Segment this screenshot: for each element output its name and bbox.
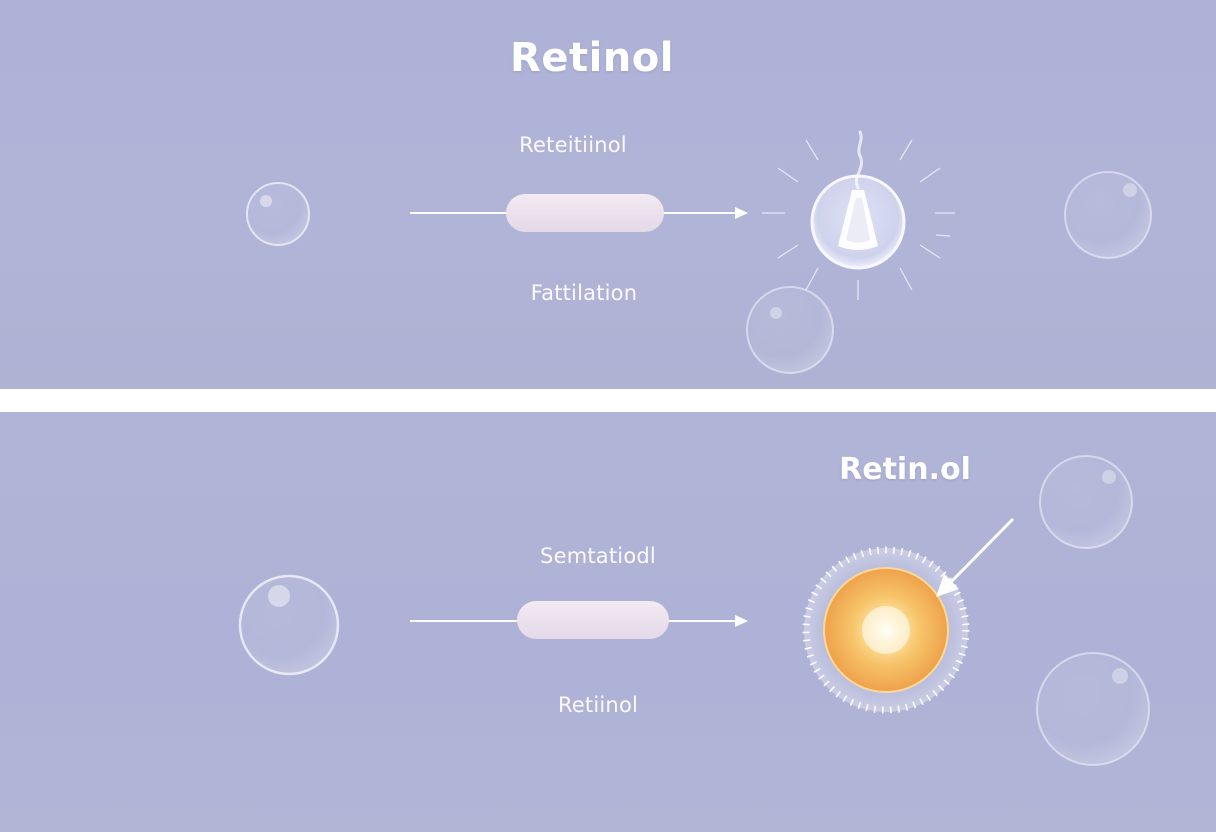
- pointer-arrow-icon: [936, 518, 1014, 597]
- bubble-icon: [1036, 652, 1150, 766]
- bubble-icon: [1039, 455, 1133, 549]
- bottom-label-above: Semtatiodl: [540, 544, 656, 568]
- top-label-above: Reteitiinol: [519, 133, 627, 157]
- top-title: Retinol: [510, 35, 674, 81]
- bottom-label-below: Retiinol: [557, 693, 639, 717]
- burst-cell-icon: [762, 130, 955, 300]
- top-label-below: Fattilation: [530, 281, 638, 305]
- flask-icon: [838, 130, 878, 250]
- bottom-title: Retin.ol: [839, 452, 971, 487]
- panel-divider: [0, 389, 1216, 412]
- bubble-icon: [746, 286, 834, 374]
- bubble-icon: [1064, 171, 1152, 259]
- bubble-icon: [246, 182, 310, 246]
- capsule-icon: [517, 601, 669, 639]
- sun-glow-icon: [802, 546, 970, 714]
- capsule-icon: [506, 194, 664, 232]
- bubble-icon: [238, 574, 340, 676]
